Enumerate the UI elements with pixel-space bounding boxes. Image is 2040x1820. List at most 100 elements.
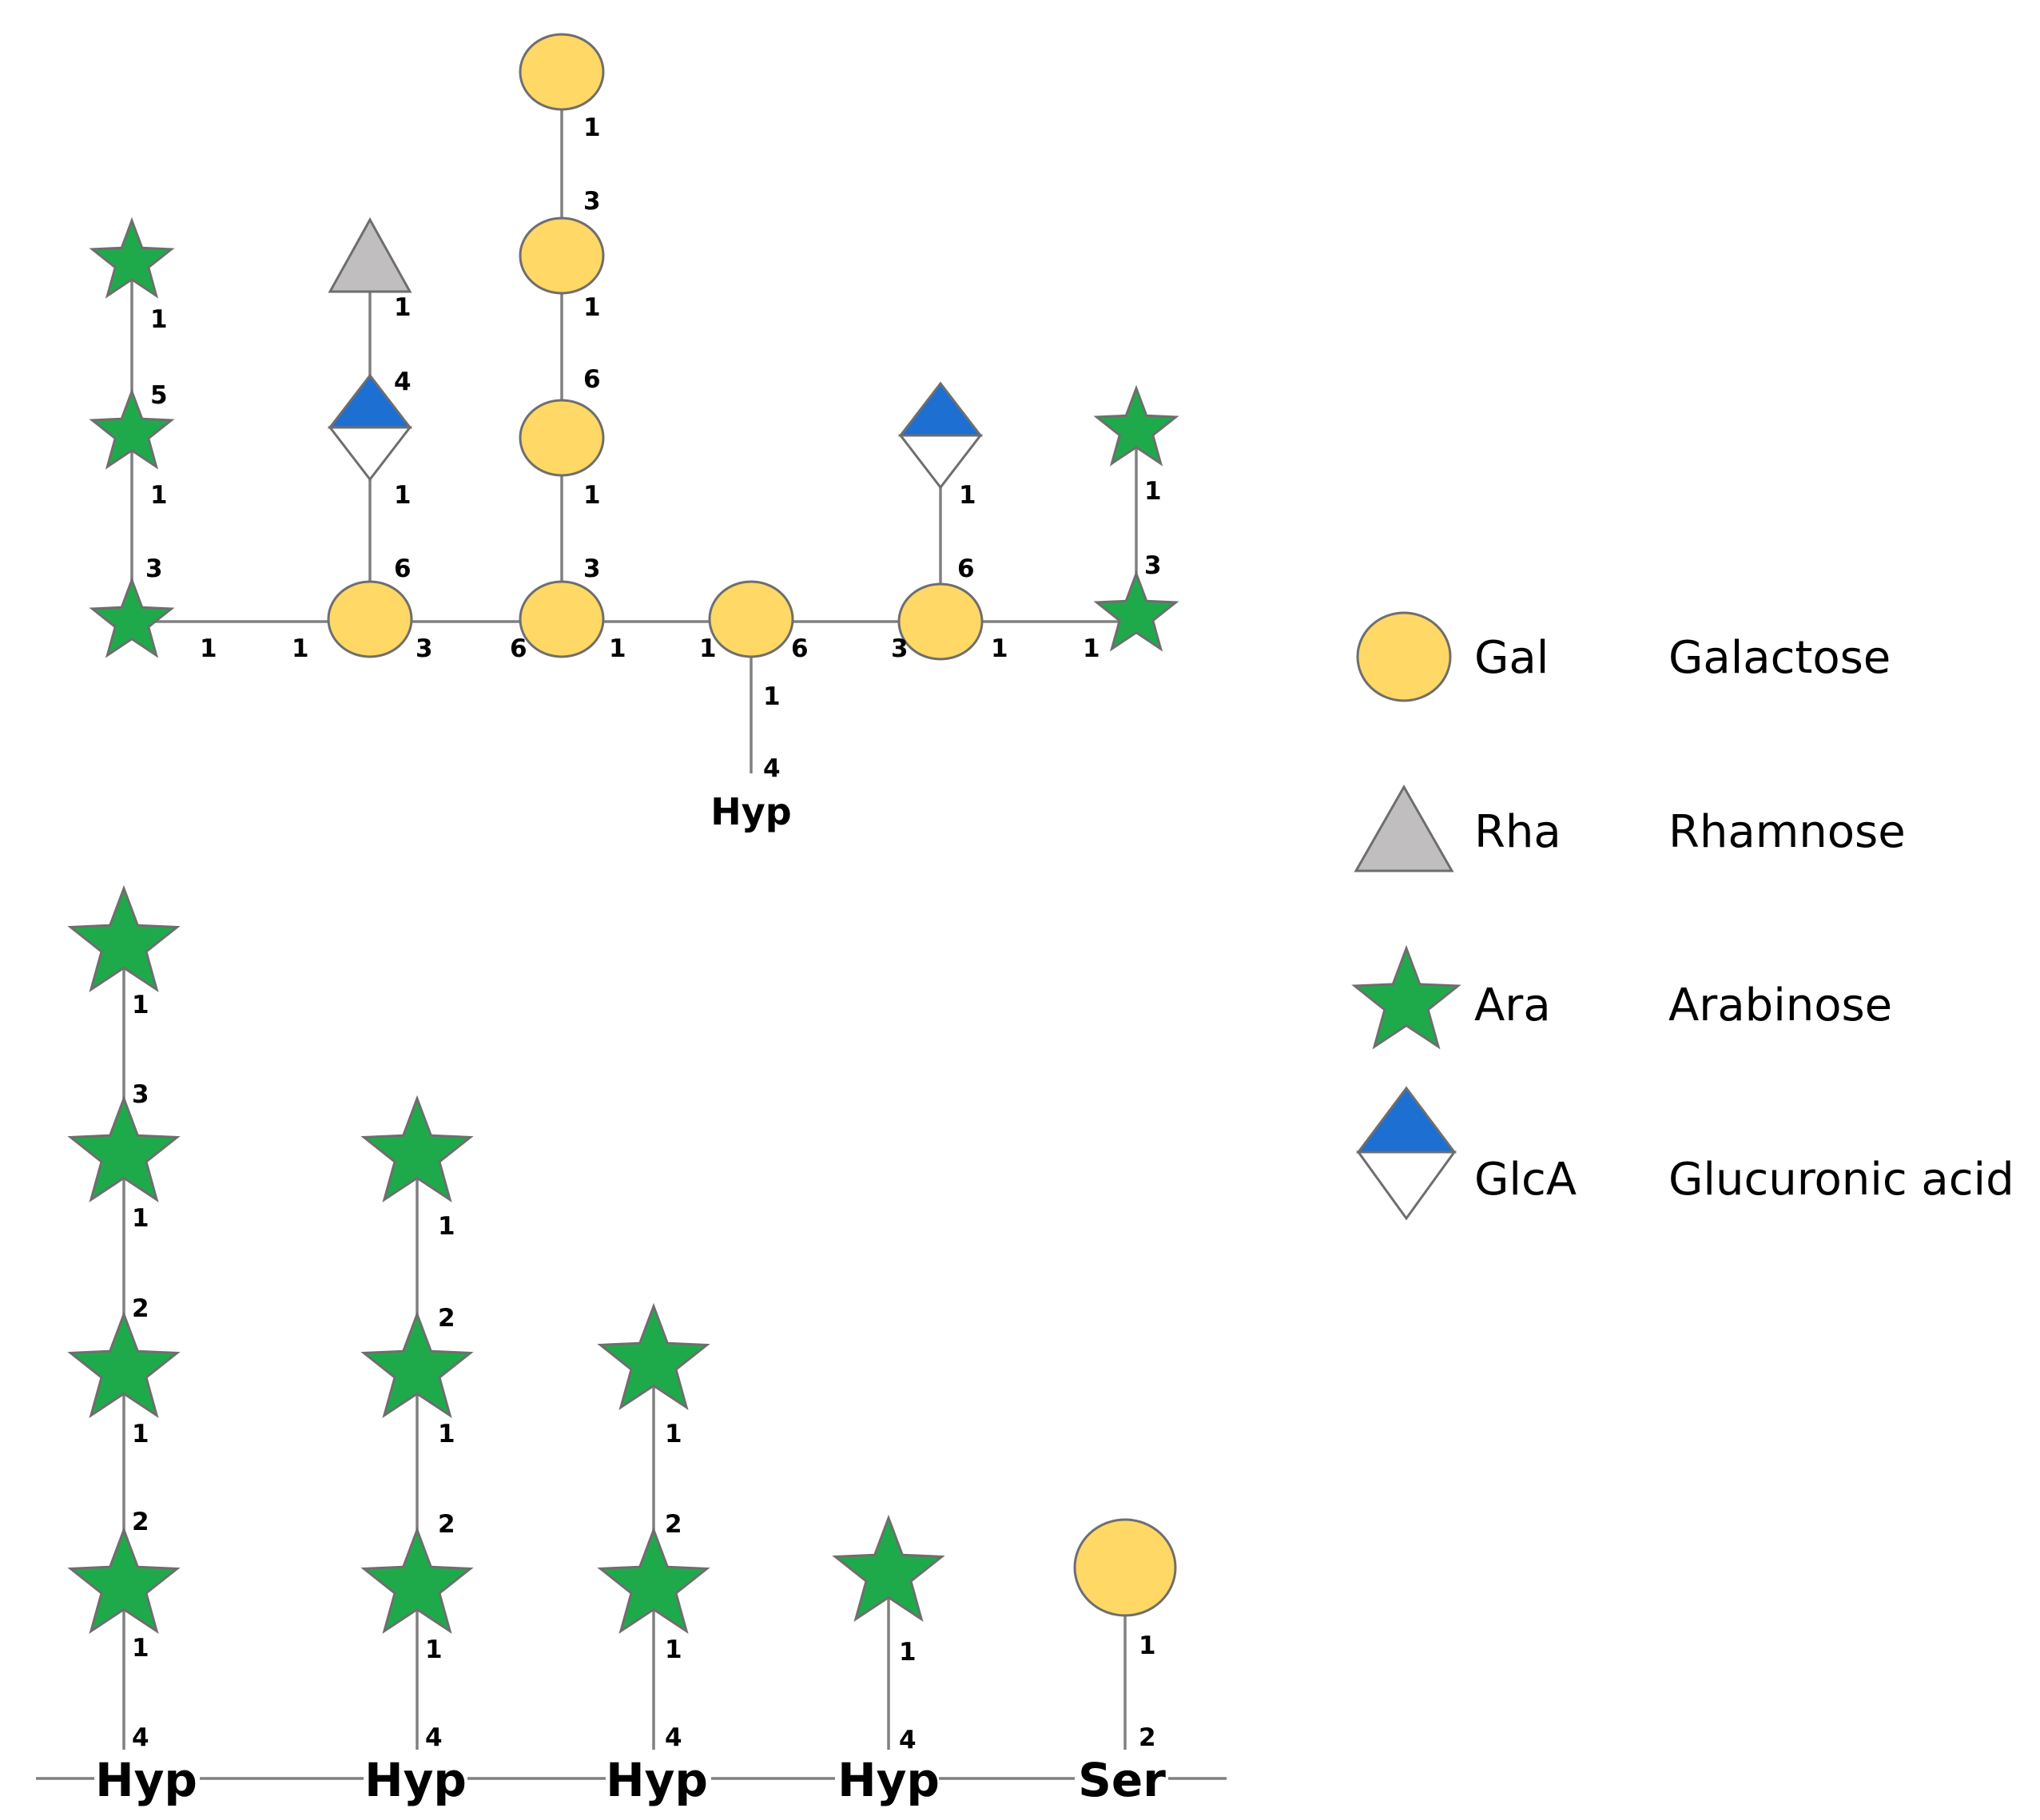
legend-abbr: GlcA	[1474, 1154, 1577, 1206]
ara-star	[89, 576, 175, 658]
linkage-number: 1	[665, 1420, 682, 1448]
linkage-number: 1	[132, 991, 149, 1019]
split-diamond-icon	[1356, 1150, 1457, 1221]
linkage-number: 1	[583, 113, 601, 142]
linkage-number: 2	[438, 1510, 455, 1539]
ara-star	[67, 884, 181, 993]
linkage-number: 4	[394, 368, 412, 396]
linkage-number: 6	[583, 365, 601, 394]
gal-circle	[327, 580, 413, 658]
linkage-number: 2	[1139, 1723, 1156, 1752]
top-bonds	[130, 72, 1139, 773]
linkage-number: 1	[425, 1635, 443, 1664]
ara-star	[89, 387, 175, 470]
linkage-number: 1	[150, 305, 168, 334]
linkage-number: 1	[959, 481, 976, 510]
legend-name: Arabinose	[1668, 980, 1892, 1031]
legend: Gal Galactose Rha Rhamnose Ara Arabinose…	[1351, 611, 2014, 1221]
legend-abbr: Gal	[1474, 632, 1549, 684]
linkage-number: 1	[132, 1204, 149, 1233]
linkage-number: 1	[394, 481, 412, 510]
backbone-residue: Hyp	[364, 1753, 467, 1807]
star-icon	[1351, 944, 1461, 1050]
gal-circle	[1073, 1518, 1177, 1617]
linkage-number: 3	[145, 554, 163, 583]
glca-lower-half	[327, 426, 413, 482]
linkage-number: 1	[132, 1634, 149, 1663]
gal-circle	[519, 580, 605, 658]
linkage-number: 2	[132, 1294, 149, 1323]
backbone-residues: Hyp Hyp Hyp Hyp Ser	[95, 1753, 1166, 1807]
backbone-residue: Ser	[1078, 1753, 1166, 1807]
ara-star	[67, 1095, 181, 1203]
linkage-number: 1	[292, 634, 309, 663]
linkage-number: 6	[957, 554, 975, 583]
top-linkage-labels: 1 5 1 3 1 4 1 6 1 3 1 6 1 3 1 6 1 3 1 1 …	[145, 113, 1162, 783]
linkage-number: 4	[425, 1723, 443, 1752]
linkage-number: 1	[583, 293, 601, 322]
ara-star	[1093, 384, 1179, 467]
rha-triangle	[328, 217, 412, 293]
legend-abbr: Ara	[1474, 980, 1551, 1031]
top-glyphs	[89, 33, 1179, 661]
ara-star	[360, 1310, 474, 1419]
ara-star	[597, 1526, 710, 1635]
gal-circle	[519, 217, 605, 295]
ara-star	[1093, 570, 1179, 652]
linkage-number: 3	[891, 634, 909, 663]
linkage-number: 1	[609, 634, 626, 663]
linkage-number: 1	[991, 634, 1008, 663]
linkage-number: 3	[132, 1080, 149, 1109]
linkage-number: 1	[1083, 634, 1100, 663]
legend-name: Galactose	[1668, 632, 1891, 684]
gal-circle	[897, 582, 984, 661]
linkage-number: 4	[132, 1723, 149, 1752]
linkage-number: 3	[583, 187, 601, 216]
linkage-number: 1	[394, 293, 412, 322]
linkage-number: 6	[791, 634, 809, 663]
bottom-linkage-labels: 1 3 1 2 1 2 1 4 1 2 1 2 1 4 1 2 1 4 1 4 …	[132, 991, 1156, 1754]
split-diamond-icon	[1356, 1086, 1457, 1154]
ara-star	[89, 217, 175, 299]
ara-star	[67, 1310, 181, 1419]
linkage-number: 4	[665, 1723, 682, 1752]
linkage-number: 2	[132, 1508, 149, 1536]
linkage-number: 6	[510, 634, 527, 663]
linkage-number: 1	[1139, 1631, 1156, 1660]
ara-star	[360, 1526, 474, 1635]
linkage-number: 1	[665, 1635, 682, 1664]
legend-abbr: Rha	[1474, 806, 1561, 858]
linkage-number: 2	[665, 1510, 682, 1539]
linkage-number: 3	[416, 634, 433, 663]
linkage-number: 1	[1144, 477, 1162, 506]
linkage-number: 3	[583, 554, 601, 583]
linkage-number: 1	[150, 481, 168, 510]
legend-name: Rhamnose	[1668, 806, 1906, 858]
ara-star	[832, 1514, 945, 1623]
linkage-number: 2	[438, 1304, 455, 1333]
glca-upper-half	[897, 381, 984, 437]
ara-star	[360, 1095, 474, 1203]
backbone-residue: Hyp	[837, 1753, 940, 1807]
gal-circle	[519, 399, 605, 477]
backbone-residue: Hyp	[95, 1753, 197, 1807]
linkage-number: 1	[583, 481, 601, 510]
linkage-number: 1	[699, 634, 717, 663]
linkage-number: 1	[899, 1638, 917, 1667]
bottom-glyphs	[67, 884, 1177, 1635]
triangle-icon	[1354, 784, 1454, 872]
linkage-number: 6	[394, 554, 412, 583]
linkage-number: 1	[438, 1420, 455, 1448]
top-anchor-residue: Hyp	[710, 790, 791, 833]
linkage-number: 1	[763, 682, 781, 711]
linkage-number: 4	[899, 1726, 917, 1754]
linkage-number: 4	[763, 754, 781, 783]
gal-circle	[708, 580, 794, 658]
linkage-number: 1	[438, 1212, 455, 1241]
circle-icon	[1356, 611, 1452, 702]
linkage-number: 5	[150, 381, 168, 410]
linkage-number: 1	[132, 1420, 149, 1448]
backbone-residue: Hyp	[606, 1753, 708, 1807]
legend-name: Glucuronic acid	[1668, 1154, 2014, 1206]
